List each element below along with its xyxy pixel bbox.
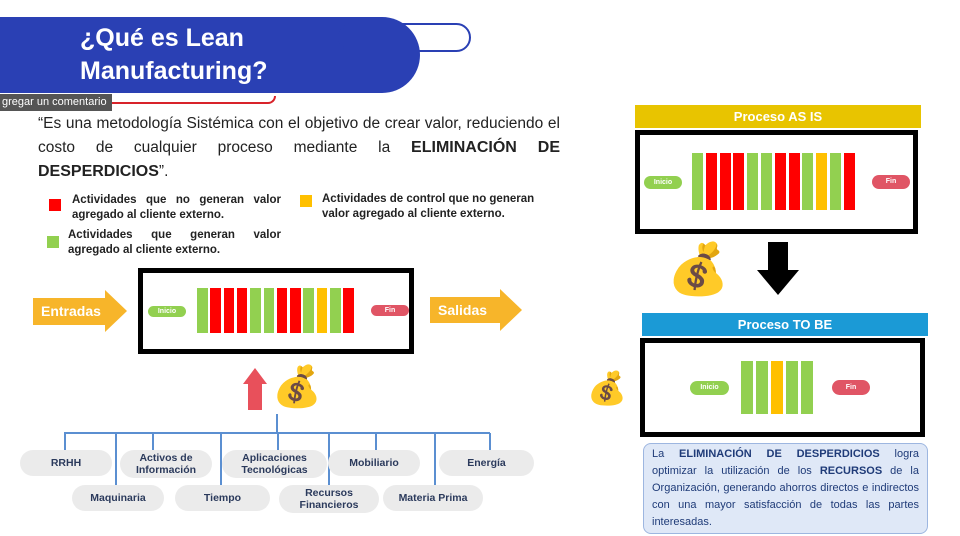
activity-bar-red bbox=[210, 288, 221, 333]
tree-branch bbox=[115, 433, 117, 489]
money-bag-icon: 💰 bbox=[272, 365, 322, 409]
up-arrow-shaft bbox=[248, 383, 262, 410]
to-be-start-pill: Inicio bbox=[690, 381, 729, 395]
activity-bar-green bbox=[250, 288, 261, 333]
outputs-arrow: Salidas bbox=[430, 289, 522, 331]
money-bag-icon: 💰 bbox=[587, 370, 627, 406]
resource-node: Materia Prima bbox=[383, 485, 483, 511]
activity-bar-yellow bbox=[316, 288, 328, 333]
activity-bar-red bbox=[705, 153, 717, 210]
activity-bar-green bbox=[330, 288, 341, 333]
activity-bar-green bbox=[692, 153, 703, 210]
tree-branch bbox=[64, 433, 66, 454]
legend-red: Actividades que no generan valor agregad… bbox=[72, 194, 281, 221]
resource-node: Energía bbox=[439, 450, 534, 476]
resource-node: RRHH bbox=[20, 450, 112, 476]
up-arrow-icon bbox=[243, 368, 267, 384]
activity-bar-red bbox=[290, 288, 301, 333]
activity-bar-green bbox=[830, 153, 841, 210]
quote-bold: ELIMINACIÓN DE DESPERDICIOS bbox=[38, 139, 560, 180]
activity-bar-yellow bbox=[816, 153, 828, 210]
as-is-start-pill: Inicio bbox=[644, 176, 682, 189]
activity-bar-red bbox=[733, 153, 745, 210]
resource-node: Maquinaria bbox=[72, 485, 164, 511]
activity-bar-green bbox=[263, 288, 274, 333]
activity-bar-green bbox=[761, 153, 772, 210]
decorative-pill bbox=[338, 23, 471, 52]
activity-bar-green bbox=[786, 361, 798, 414]
summary-box: La ELIMINACIÓN DE DESPERDICIOS logra opt… bbox=[643, 443, 928, 534]
activity-bar-green bbox=[801, 361, 813, 414]
money-bag-icon: 💰 bbox=[667, 241, 730, 297]
tree-branch bbox=[434, 433, 436, 489]
resource-node: Tiempo bbox=[175, 485, 270, 511]
activity-bar-red bbox=[223, 288, 235, 333]
resource-node: Aplicaciones Tecnológicas bbox=[222, 450, 327, 478]
end-pill: Fin bbox=[371, 305, 409, 316]
summary-bold: ELIMINACIÓN DE DESPERDICIOS bbox=[679, 448, 880, 460]
to-be-header: Proceso TO BE bbox=[642, 313, 928, 336]
activity-bar-red bbox=[788, 153, 800, 210]
quote-text: “Es una metodología Sistémica con el obj… bbox=[38, 115, 560, 156]
activity-bar-red bbox=[774, 153, 786, 210]
activity-bar-green bbox=[756, 361, 768, 414]
as-is-header: Proceso AS IS bbox=[635, 105, 921, 128]
quote-end: ”. bbox=[158, 163, 169, 180]
summary-bold: RECURSOS bbox=[819, 465, 883, 477]
summary-text: La bbox=[652, 448, 680, 460]
activity-bar-green bbox=[802, 153, 814, 210]
summary-text: de la Organización, generando ahorros di… bbox=[652, 465, 919, 528]
resource-node: Activos de Información bbox=[120, 450, 212, 478]
as-is-end-pill: Fin bbox=[872, 175, 910, 189]
to-be-end-pill: Fin bbox=[832, 380, 870, 395]
title-line-2: Manufacturing? bbox=[80, 57, 268, 85]
add-comment-tooltip[interactable]: gregar un comentario bbox=[0, 94, 112, 111]
title-line-1: ¿Qué es Lean bbox=[80, 24, 244, 52]
tree-branch bbox=[489, 433, 491, 454]
legend-red-swatch bbox=[49, 199, 61, 211]
start-pill: Inicio bbox=[148, 306, 186, 317]
activity-bar-red bbox=[343, 288, 354, 333]
activity-bar-red bbox=[276, 288, 288, 333]
activity-bar-red bbox=[719, 153, 731, 210]
down-arrow-icon bbox=[757, 270, 799, 295]
summary-text: logra optimizar la utilización de los bbox=[652, 448, 919, 477]
as-is-box bbox=[635, 130, 918, 234]
resource-node: Recursos Financieros bbox=[279, 485, 379, 513]
definition-quote: “Es una metodología Sistémica con el obj… bbox=[38, 112, 560, 184]
activity-bar-red bbox=[843, 153, 855, 210]
activity-bar-red bbox=[236, 288, 248, 333]
legend-green: Actividades que generan valor agregado a… bbox=[68, 229, 281, 256]
activity-bar-green bbox=[747, 153, 759, 210]
legend-yellow-swatch bbox=[300, 195, 312, 207]
tree-branch bbox=[220, 433, 222, 489]
tree-branch bbox=[277, 433, 279, 454]
tree-branch bbox=[152, 433, 154, 454]
activity-bar-green bbox=[197, 288, 208, 333]
legend-green-swatch bbox=[47, 236, 59, 248]
tree-branch bbox=[375, 433, 377, 454]
resource-node: Mobiliario bbox=[328, 450, 420, 476]
activity-bar-green bbox=[741, 361, 753, 414]
legend-yellow: Actividades de control que no generan va… bbox=[322, 193, 535, 220]
tree-connector bbox=[276, 414, 278, 433]
main-process-box bbox=[138, 268, 414, 354]
activity-bar-yellow bbox=[771, 361, 783, 414]
inputs-arrow: Entradas bbox=[33, 290, 127, 332]
activity-bar-green bbox=[303, 288, 314, 333]
down-arrow-shaft bbox=[768, 242, 788, 270]
